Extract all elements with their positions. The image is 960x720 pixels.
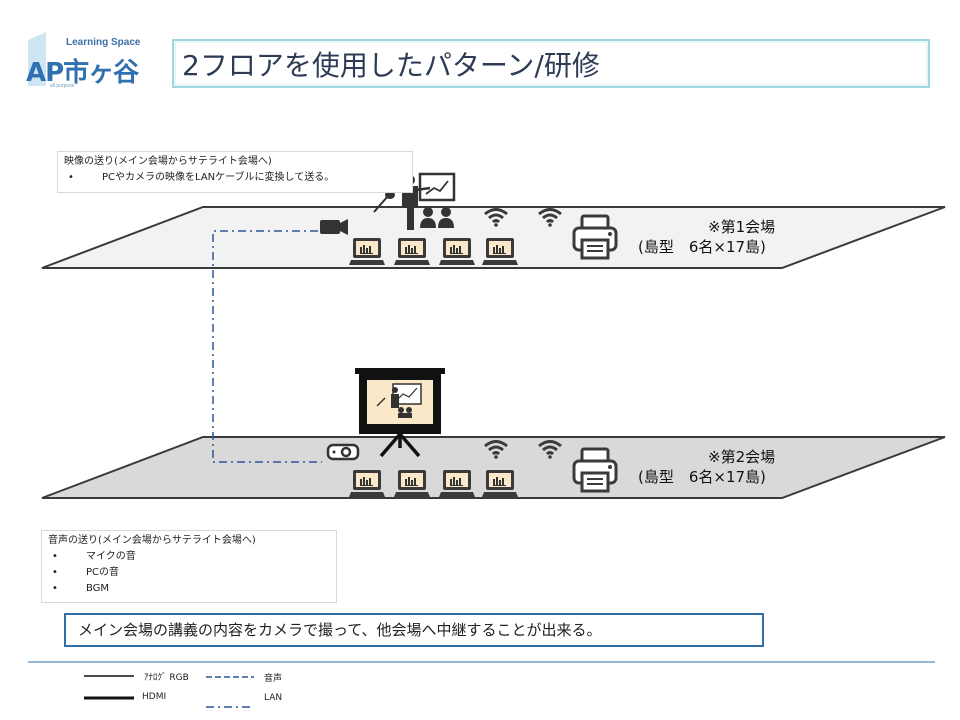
audio-note-item: •PCの音: [52, 567, 120, 578]
laptop-icon: [482, 470, 518, 497]
legend-label-lan: LAN: [264, 693, 283, 703]
title-box: [172, 39, 930, 88]
audio-note-heading: 音声の送り(メイン会場からサテライト会場へ): [48, 535, 256, 546]
laptop-icon: [482, 238, 518, 265]
legend-label-analog-rgb: ｱﾅﾛｸﾞ RGB: [144, 673, 189, 683]
video-note-item: •PCやカメラの映像をLANケーブルに変換して送る。: [68, 172, 335, 183]
laptop-icon: [349, 238, 385, 265]
lan-connection-line: [212, 230, 322, 463]
laptop-icon: [394, 470, 430, 497]
floor2-capacity: (島型 6名×17島): [638, 468, 766, 486]
audience-icon: [420, 207, 454, 228]
floor1-capacity: (島型 6名×17島): [638, 238, 766, 256]
page-title: 2フロアを使用したパターン/研修: [182, 49, 600, 82]
laptop-icon: [439, 238, 475, 265]
logo-mark: [28, 32, 46, 86]
logo-tagline: Learning Space: [66, 37, 141, 48]
audio-note: 音声の送り(メイン会場からサテライト会場へ) •マイクの音 •PCの音 •BGM: [41, 530, 337, 603]
laptop-icon: [349, 470, 385, 497]
presenter-icon: [402, 172, 456, 230]
audio-note-item: •BGM: [52, 583, 110, 594]
laptop-icon: [394, 238, 430, 265]
audio-note-item: •マイクの音: [52, 551, 136, 562]
camera-icon: [320, 219, 348, 235]
floor2-title: ※第2会場: [708, 448, 776, 466]
floor1-plane: [41, 206, 946, 269]
projection-screen-icon: [355, 368, 445, 458]
logo-subtext: all purpose: [50, 83, 75, 89]
floor2-label: ※第2会場 (島型 6名×17島): [638, 447, 775, 487]
projector-icon: [326, 443, 360, 461]
video-note-heading: 映像の送り(メイン会場からサテライト会場へ): [64, 156, 272, 167]
floor1-title: ※第1会場: [708, 218, 776, 236]
video-note: 映像の送り(メイン会場からサテライト会場へ) •PCやカメラの映像をLANケーブ…: [57, 151, 413, 193]
logo-text: AP市ヶ谷: [26, 58, 139, 88]
summary-callout: メイン会場の講義の内容をカメラで撮って、他会場へ中継することが出来る。: [64, 613, 764, 647]
laptop-icon: [439, 470, 475, 497]
legend-label-hdmi: HDMI: [142, 692, 167, 702]
microphone-icon: [373, 191, 395, 213]
floor1-label: ※第1会場 (島型 6名×17島): [638, 217, 775, 257]
legend-label-audio: 音声: [264, 674, 283, 684]
floor2-plane: [41, 436, 946, 499]
